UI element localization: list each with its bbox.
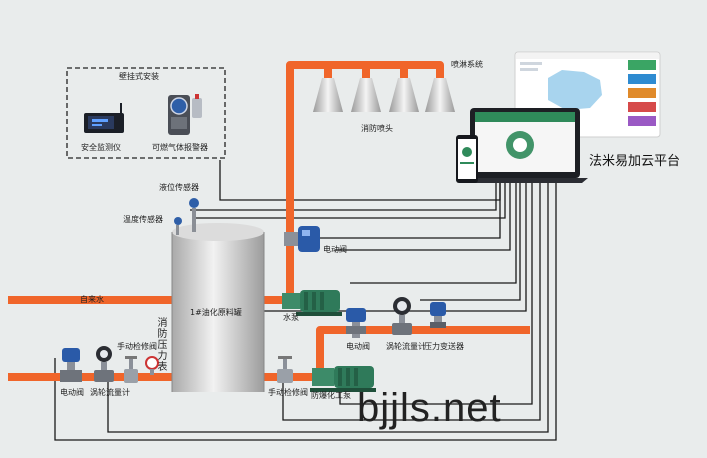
fire-pressure-gauge-label: 消防压力表 (157, 318, 168, 373)
manual-valve-left-device (124, 356, 138, 383)
temp-sensor-device (174, 217, 182, 235)
vortex-meter-left-label: 涡轮流量计 (90, 388, 130, 397)
level-sensor-device (189, 198, 199, 232)
platform-label: 法米易加云平台 (589, 154, 681, 169)
electric-valve-left-device (60, 348, 82, 382)
electric-valve-mid-device (346, 308, 366, 338)
safety-monitor-label: 安全监测仪 (81, 143, 121, 152)
tank-label: 1#油化原料罐 (190, 308, 242, 317)
fire-pressure-gauge-device (145, 356, 159, 375)
wall-mount-label: 壁挂式安装 (119, 72, 159, 81)
platform-screens (456, 51, 661, 183)
fire-nozzle-label: 消防喷头 (361, 124, 393, 133)
manual-valve-right-label: 手动检修阀 (268, 388, 308, 397)
spray-system-label: 喷淋系统 (451, 60, 483, 69)
wall-mount-box (66, 67, 226, 159)
vortex-meter-left-device (94, 346, 114, 382)
electric-valve-top-label: 电动阀 (323, 245, 347, 254)
level-sensor-label: 液位传感器 (159, 183, 199, 192)
manual-valve-left-label: 手动检修阀 (117, 342, 157, 351)
fire-pump-device (310, 366, 376, 392)
electric-valve-left-label: 电动阀 (60, 388, 84, 397)
fire-pump-label: 防爆化工泵 (311, 391, 351, 400)
pressure-transmitter-label: 压力变送器 (424, 342, 464, 351)
vortex-meter-mid-device (392, 297, 412, 335)
gas-alarm-label: 可燃气体报警器 (152, 143, 208, 152)
fire-nozzles (313, 78, 455, 112)
pump-device (282, 290, 342, 316)
vortex-meter-mid-label: 涡轮流量计 (386, 342, 426, 351)
manual-valve-right-device (277, 356, 293, 383)
electric-valve-top-device (284, 226, 320, 252)
watermark: bjjls.net (357, 386, 502, 430)
safety-monitor-device (84, 103, 124, 133)
gas-alarm-device (168, 94, 202, 135)
electric-valve-mid-label: 电动阀 (346, 342, 370, 351)
pump-label: 水泵 (283, 313, 299, 322)
temp-sensor-label: 温度传感器 (123, 215, 163, 224)
pressure-transmitter-device (430, 302, 446, 328)
tap-water-label: 自来水 (80, 295, 104, 304)
